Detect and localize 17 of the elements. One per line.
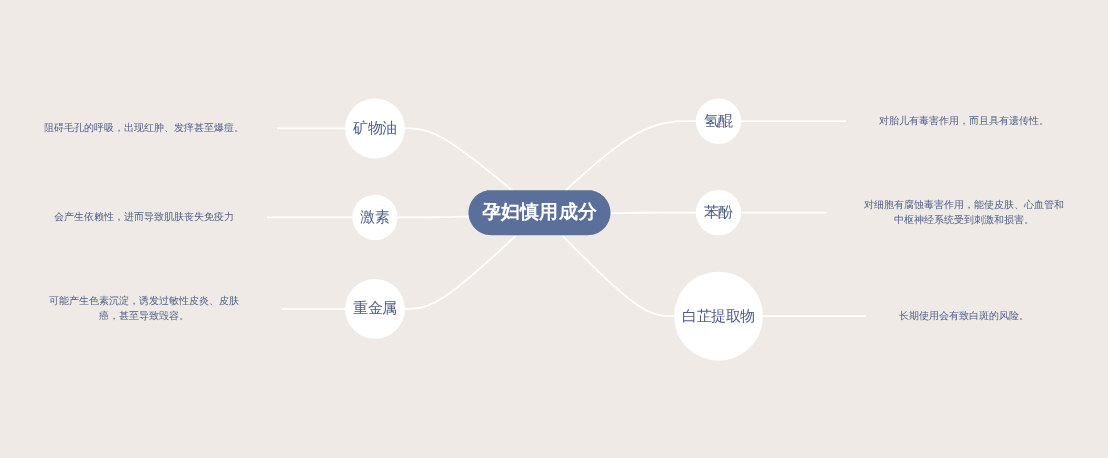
node-text: 对细胞有腐蚀毒害作用，能使皮肤、心血管和中枢神经系统受到刺激和损害。 bbox=[863, 198, 1064, 226]
node-circle: 氢醌 bbox=[695, 98, 742, 144]
node-box: 孕妇慎用成分 bbox=[468, 190, 611, 236]
connector bbox=[404, 127, 514, 192]
node-text: 对胎儿有毒害作用，而且具有遗传性。 bbox=[878, 114, 1049, 127]
node-text: 长期使用会有致白斑的风险。 bbox=[898, 309, 1029, 322]
node-text: 会产生依赖性，进而导致肌肤丧失免疫力 bbox=[54, 210, 235, 223]
connector bbox=[564, 120, 697, 192]
node-circle: 重金属 bbox=[345, 278, 405, 339]
node-circle: 矿物油 bbox=[345, 98, 405, 159]
node-circle: 白芷提取物 bbox=[674, 271, 763, 361]
node-text: 阻碍毛孔的呼吸，出现红肿、发痒甚至爆痘。 bbox=[44, 121, 245, 134]
connector bbox=[561, 234, 675, 318]
node-circle: 苯酚 bbox=[695, 189, 742, 236]
node-text: 可能产生色素沉淀，诱发过敏性皮炎、皮肤癌，甚至导致毁容。 bbox=[49, 294, 240, 322]
connector bbox=[404, 234, 517, 310]
node-circle: 激素 bbox=[352, 194, 398, 241]
